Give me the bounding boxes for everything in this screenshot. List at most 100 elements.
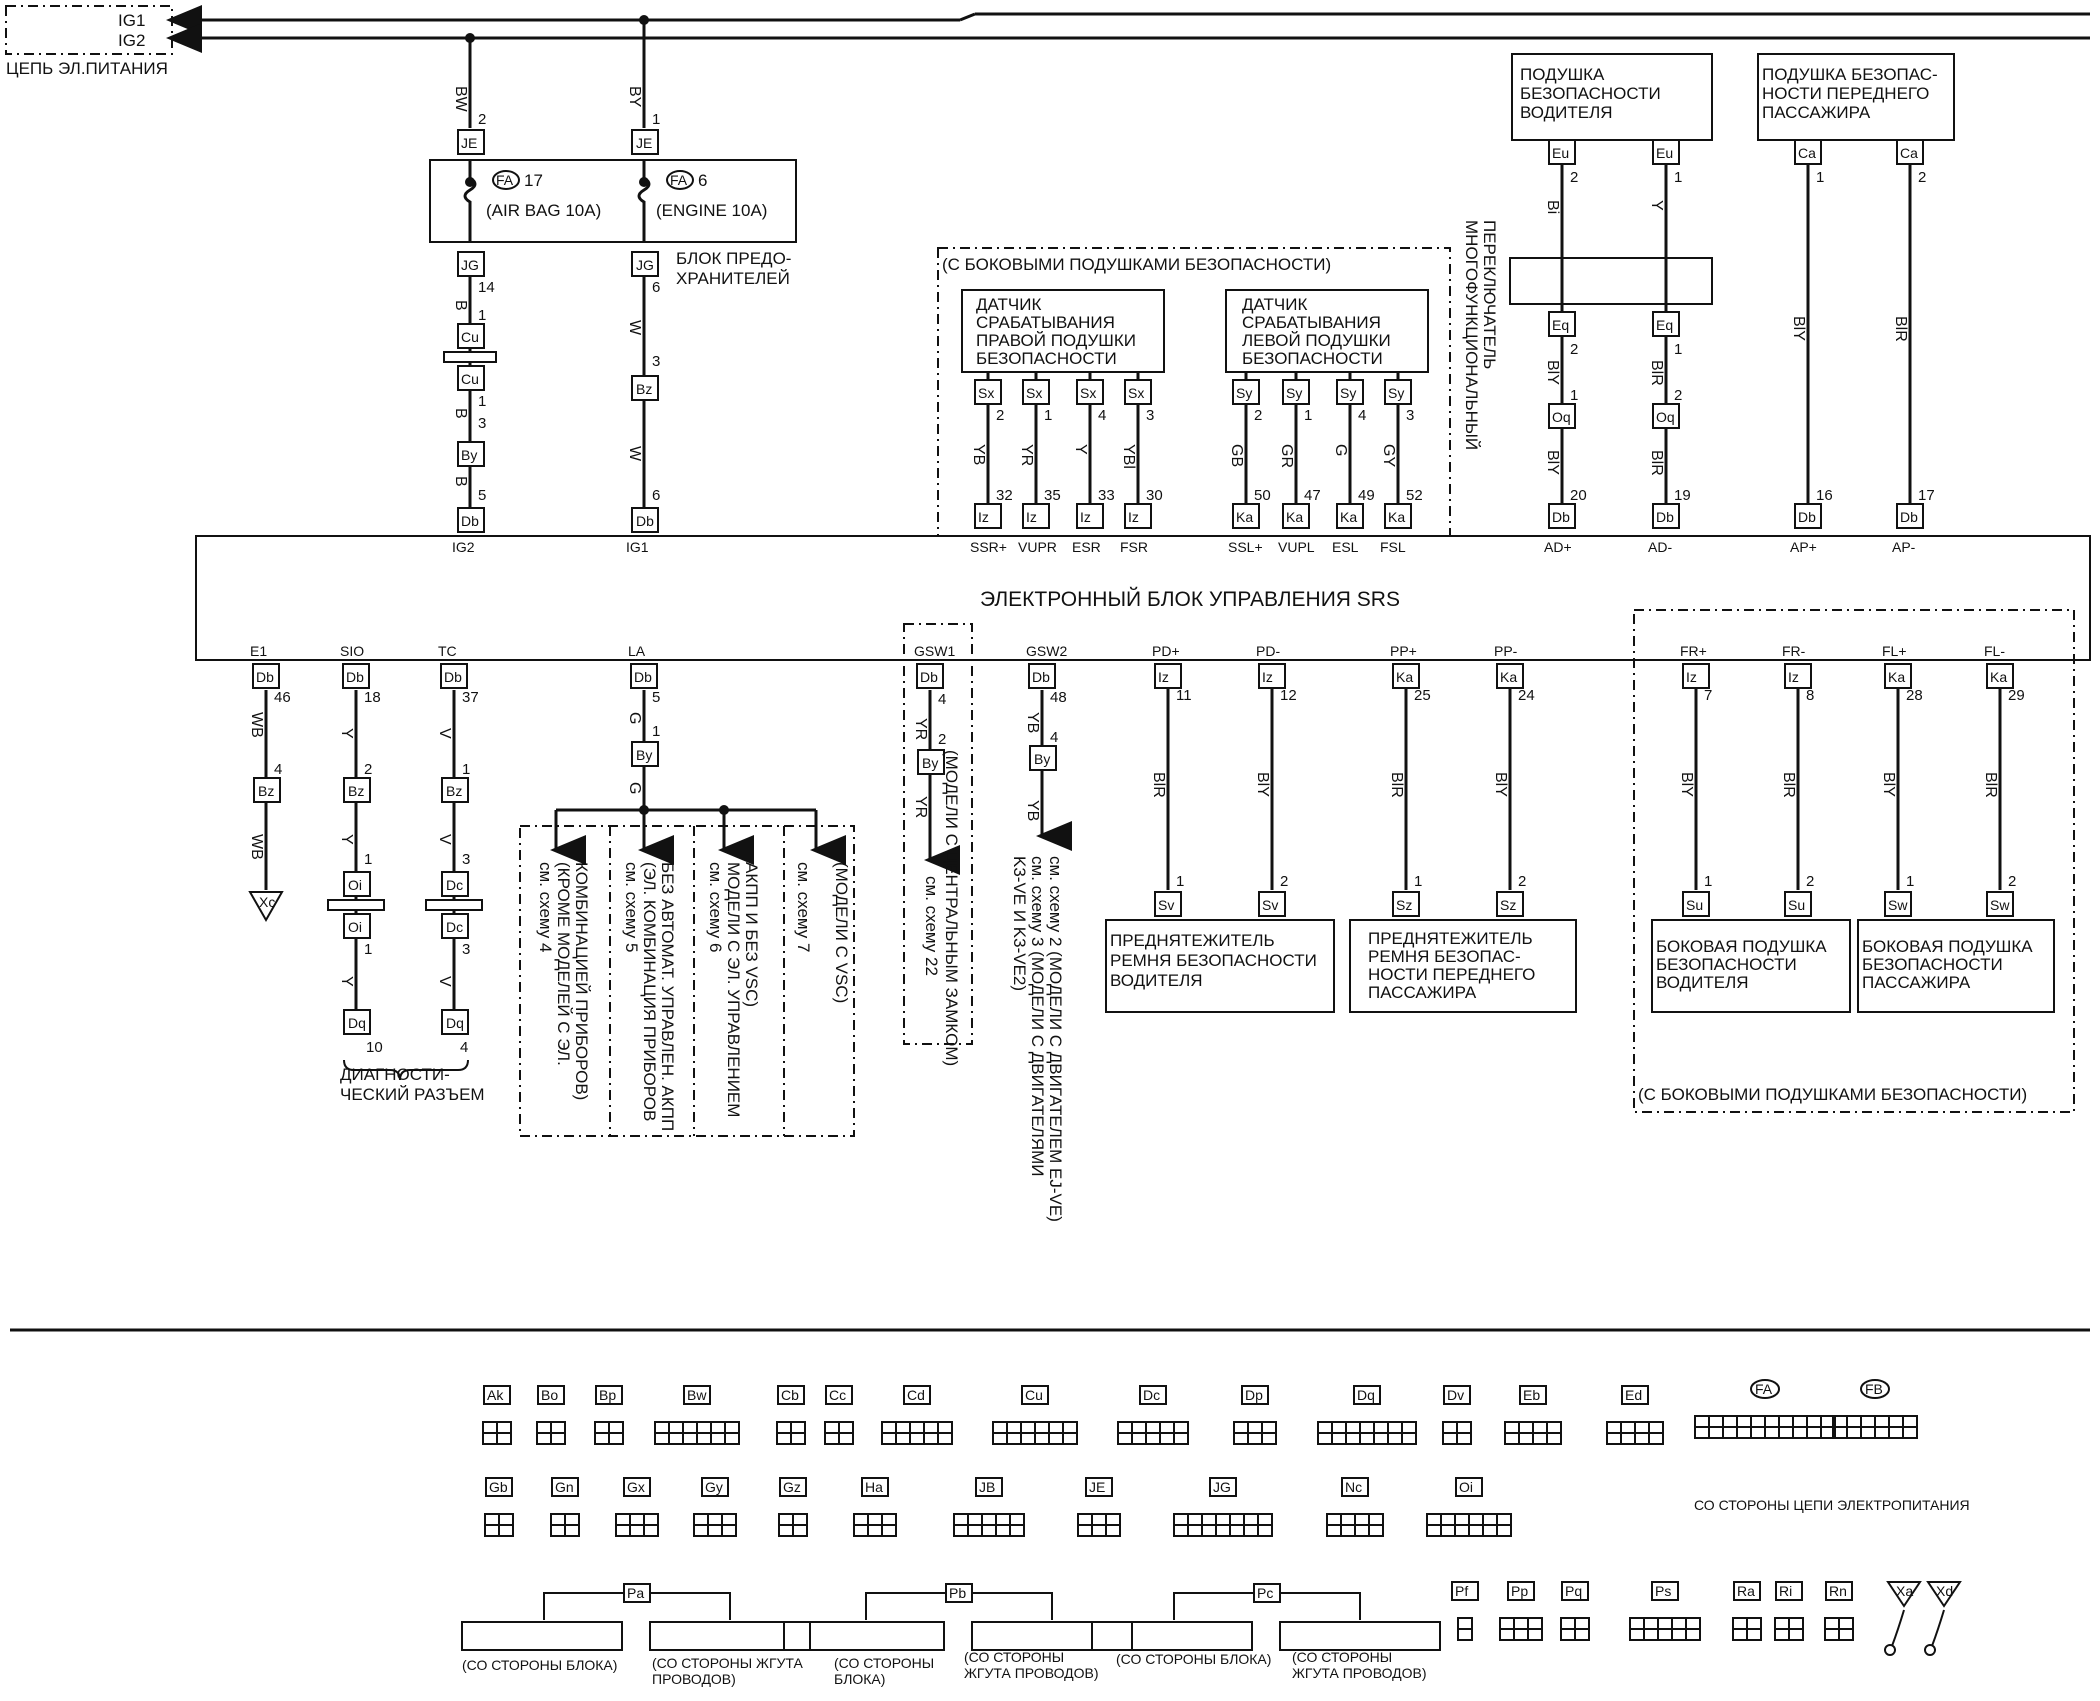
svg-text:2: 2 bbox=[938, 731, 946, 748]
pin-number: 1 bbox=[1044, 407, 1052, 424]
pin-number: 3 bbox=[1406, 407, 1414, 424]
svg-text:БЕЗОПАСНОСТИ: БЕЗОПАСНОСТИ bbox=[1656, 955, 1797, 974]
legend-connector-id: Ha bbox=[865, 1479, 883, 1495]
pin-number: 2 bbox=[1570, 341, 1578, 358]
la-note-text: (КРОМЕ МОДЕЛЕЙ С ЭЛ. bbox=[554, 862, 573, 1066]
la-branch: 5 G 1 By G bbox=[519, 689, 855, 1137]
legend-connector-id: Pa bbox=[627, 1585, 644, 1601]
srs-ecu: ЭЛЕКТРОННЫЙ БЛОК УПРАВЛЕНИЯ SRS bbox=[195, 535, 2091, 661]
svg-text:JE: JE bbox=[636, 135, 652, 151]
pin-number: 52 bbox=[1406, 487, 1423, 504]
connector-id: Iz bbox=[1080, 509, 1091, 525]
svg-text:G: G bbox=[626, 782, 643, 794]
wire-color-label: YB bbox=[970, 444, 987, 465]
connector-id: Db bbox=[444, 669, 462, 685]
svg-text:WB: WB bbox=[248, 834, 265, 860]
svg-text:БОКОВАЯ ПОДУШКА: БОКОВАЯ ПОДУШКА bbox=[1656, 937, 1827, 956]
side-airbags-note-2: (С БОКОВЫМИ ПОДУШКАМИ БЕЗОПАСНОСТИ) bbox=[1638, 1085, 2027, 1104]
legend-connector-id: Dq bbox=[1357, 1387, 1375, 1403]
driver-pretensioner bbox=[1105, 919, 1335, 1013]
svg-text:V: V bbox=[436, 834, 453, 845]
svg-text:18: 18 bbox=[364, 689, 381, 706]
ecu-connector bbox=[1794, 503, 1822, 529]
svg-text:1: 1 bbox=[364, 851, 372, 868]
legend-connector-id: Pf bbox=[1455, 1583, 1468, 1599]
pin-number: 12 bbox=[1280, 687, 1297, 704]
gsw2-branch: 48 YB 4 By YB см. схему 2 (МОДЕЛИ С ДВИГ… bbox=[1010, 689, 1072, 1222]
gsw2-note-1: см. схему 2 (МОДЕЛИ С ДВИГАТЕЛЕМ EJ-VE) bbox=[1046, 856, 1065, 1222]
connector-id: Oq bbox=[1552, 409, 1571, 425]
side-sensor-group: (С БОКОВЫМИ ПОДУШКАМИ БЕЗОПАСНОСТИ) ДАТЧ… bbox=[937, 247, 1451, 567]
wire-color-label: BlY bbox=[1880, 772, 1897, 797]
svg-text:ПРАВОЙ ПОДУШКИ: ПРАВОЙ ПОДУШКИ bbox=[976, 331, 1136, 350]
ecu-bottom-connector bbox=[1682, 663, 1710, 689]
svg-text:V: V bbox=[436, 976, 453, 987]
ecu-pin-label: FL- bbox=[1984, 643, 2005, 659]
svg-text:17: 17 bbox=[524, 171, 543, 190]
ecu-pin-label: VUPL bbox=[1278, 539, 1315, 555]
legend-connector-id: Pp bbox=[1511, 1583, 1528, 1599]
connector-id: Ca bbox=[1798, 145, 1816, 161]
pin-number: 1 bbox=[1816, 169, 1824, 186]
svg-text:By: By bbox=[636, 747, 652, 763]
wire-color-label: GY bbox=[1380, 444, 1397, 467]
svg-text:5: 5 bbox=[652, 689, 660, 706]
connector-id: Db bbox=[1032, 669, 1050, 685]
svg-text:МНОГОФУНКЦИОНАЛЬНЫЙ: МНОГОФУНКЦИОНАЛЬНЫЙ bbox=[1462, 220, 1481, 450]
sensor-connector bbox=[1282, 379, 1310, 405]
svg-text:1: 1 bbox=[462, 761, 470, 778]
device-connector bbox=[1154, 891, 1182, 917]
svg-text:Bz: Bz bbox=[636, 381, 652, 397]
svg-text:Y: Y bbox=[338, 976, 355, 987]
ecu-pin-label: AP+ bbox=[1790, 539, 1817, 555]
ground-xc-icon bbox=[248, 891, 284, 923]
legend-connector-id: Gb bbox=[489, 1479, 508, 1495]
pin-number: 32 bbox=[996, 487, 1013, 504]
ecu-pin-label: IG1 bbox=[626, 539, 649, 555]
svg-text:Bz: Bz bbox=[348, 783, 364, 799]
pin-number: 2 bbox=[1280, 873, 1288, 890]
connector-id: Oq bbox=[1656, 409, 1675, 425]
connector-id: Db bbox=[634, 669, 652, 685]
svg-text:ДАТЧИК: ДАТЧИК bbox=[1242, 295, 1307, 314]
legend-connector-id: Cb bbox=[781, 1387, 799, 1403]
svg-text:37: 37 bbox=[462, 689, 479, 706]
pin-number: 19 bbox=[1674, 487, 1691, 504]
connector-id: Iz bbox=[1262, 669, 1273, 685]
airbag-connector bbox=[1896, 139, 1924, 165]
ecu-bottom-connector bbox=[916, 663, 944, 689]
connector-id: Sy bbox=[1236, 385, 1252, 401]
ecu-connector bbox=[1652, 503, 1680, 529]
connector-id: Ka bbox=[1990, 669, 2007, 685]
pin-number: 35 bbox=[1044, 487, 1061, 504]
ecu-bottom-connector bbox=[1496, 663, 1524, 689]
svg-text:Dc: Dc bbox=[446, 877, 463, 893]
pin-number: 33 bbox=[1098, 487, 1115, 504]
legend-connector-id: Cu bbox=[1025, 1387, 1043, 1403]
svg-text:Dc: Dc bbox=[446, 919, 463, 935]
wire-color-label: BlY bbox=[1678, 772, 1695, 797]
pin-number: 29 bbox=[2008, 687, 2025, 704]
fuse-airbag-label: (AIR BAG 10A) bbox=[486, 201, 601, 220]
fuse-block-title-2: ХРАНИТЕЛЕЙ bbox=[676, 269, 790, 288]
svg-text:ВОДИТЕЛЯ: ВОДИТЕЛЯ bbox=[1110, 971, 1203, 990]
svg-text:Cu: Cu bbox=[461, 371, 479, 387]
svg-text:4: 4 bbox=[1050, 729, 1058, 746]
svg-text:By: By bbox=[1034, 751, 1050, 767]
wire-color-label: BlY bbox=[1544, 450, 1561, 475]
sensor-connector bbox=[1232, 379, 1260, 405]
pin-number: 1 bbox=[1304, 407, 1312, 424]
legend-connector-id: Gy bbox=[705, 1479, 723, 1495]
ecu-pin-label: AD- bbox=[1648, 539, 1672, 555]
connector-id: Iz bbox=[978, 509, 989, 525]
wire-color-label: BlY bbox=[1492, 772, 1509, 797]
fuse-block-box bbox=[429, 159, 797, 243]
pin-number: 2 bbox=[1254, 407, 1262, 424]
connector-id: Db bbox=[346, 669, 364, 685]
ig2-label: IG2 bbox=[118, 31, 145, 50]
svg-text:Bz: Bz bbox=[258, 783, 274, 799]
connector-id: Sz bbox=[1396, 897, 1412, 913]
svg-text:1: 1 bbox=[364, 941, 372, 958]
connector-id: Db bbox=[1656, 509, 1674, 525]
ecu-pin-label: FSR bbox=[1120, 539, 1148, 555]
